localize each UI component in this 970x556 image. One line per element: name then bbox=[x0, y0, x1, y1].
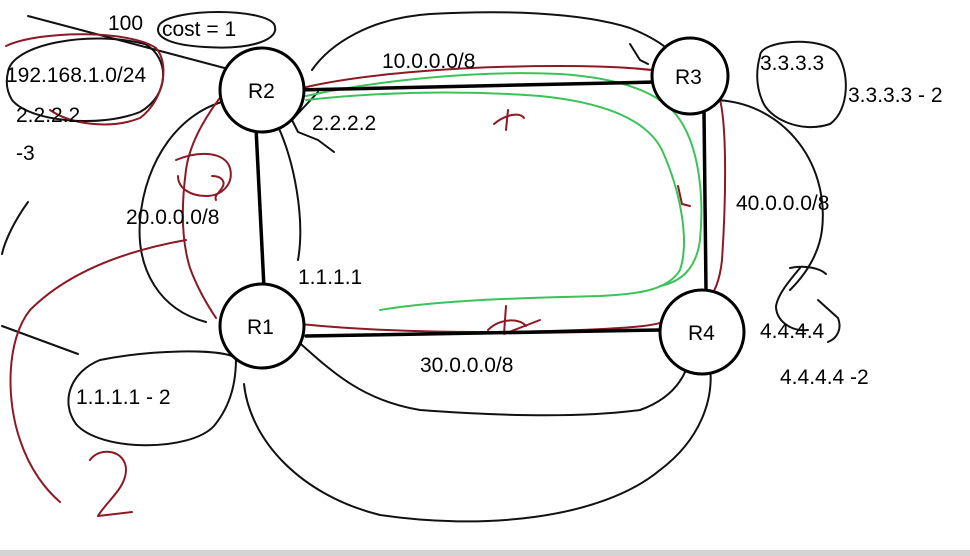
inner-bottom-loop bbox=[291, 335, 687, 417]
r3-hook bbox=[629, 43, 649, 65]
red-annotations bbox=[5, 33, 727, 517]
r4-cheek bbox=[817, 299, 841, 343]
link-r2-r1 bbox=[254, 126, 266, 290]
topology-links bbox=[254, 80, 708, 338]
label-net-right: 40.0.0.0/8 bbox=[736, 192, 829, 215]
router-r4[interactable]: R4 bbox=[658, 288, 746, 376]
label-cost: cost = 1 bbox=[162, 18, 236, 41]
bottom-big-loop bbox=[243, 365, 712, 523]
inner-left-curve bbox=[274, 119, 302, 261]
red-d-bottom bbox=[487, 305, 541, 335]
r2-to-left-arc bbox=[138, 99, 231, 323]
cost-loop bbox=[157, 11, 277, 49]
router-r3[interactable]: R3 bbox=[650, 36, 730, 116]
router-r4-label: R4 bbox=[688, 322, 715, 345]
router-r1-label: R1 bbox=[247, 316, 274, 339]
green-inner-route bbox=[305, 91, 685, 311]
label-r2-id-inner: 2.2.2.2 bbox=[312, 112, 376, 135]
green-top-route bbox=[305, 72, 703, 287]
big-top-loop bbox=[311, 11, 683, 81]
label-r2-id-left: 2.2.2.2 bbox=[16, 104, 80, 127]
router-r4-circle bbox=[658, 288, 746, 376]
red-d-top bbox=[493, 109, 525, 131]
r2-red-return bbox=[181, 89, 227, 319]
r3-id-loop bbox=[756, 40, 847, 129]
router-r3-label: R3 bbox=[675, 66, 702, 89]
right-big-arc bbox=[711, 99, 824, 291]
red-r3-tick bbox=[677, 185, 691, 207]
router-r2[interactable]: R2 bbox=[218, 46, 306, 134]
green-annotations bbox=[305, 72, 703, 311]
label-r2-cost: -3 bbox=[16, 142, 35, 165]
link-r2-r3 bbox=[294, 80, 658, 92]
link-r3-r4 bbox=[702, 110, 708, 292]
red-2-top bbox=[175, 152, 232, 197]
label-net-top: 10.0.0.0/8 bbox=[382, 50, 475, 73]
red-2-big bbox=[89, 450, 133, 517]
black-annotations bbox=[1, 11, 847, 523]
red-left-sweep bbox=[9, 239, 187, 503]
r4-cap bbox=[789, 265, 827, 275]
label-r3-id: 3.3.3.3 bbox=[760, 52, 824, 75]
left-frame bbox=[291, 91, 335, 153]
label-r4-cost: 4.4.4.4 -2 bbox=[780, 366, 869, 389]
label-hundred: 100 bbox=[108, 12, 143, 35]
window-bottom-edge bbox=[0, 550, 970, 556]
labels: 100 cost = 1 192.168.1.0/24 2.2.2.2 -3 1… bbox=[6, 12, 943, 409]
left-slash bbox=[1, 325, 79, 355]
r4-bracket bbox=[775, 267, 809, 332]
lan-red-loop bbox=[5, 33, 165, 126]
router-r1[interactable]: R1 bbox=[218, 282, 306, 370]
router-r2-label: R2 bbox=[248, 80, 275, 103]
lan-loop bbox=[5, 37, 165, 122]
label-net-bottom: 30.0.0.0/8 bbox=[420, 354, 513, 377]
link-r1-r4 bbox=[304, 328, 662, 338]
router-r3-circle bbox=[650, 36, 730, 116]
label-r1-id: 1.1.1.1 bbox=[298, 266, 362, 289]
label-r3-cost: 3.3.3.3 - 2 bbox=[848, 84, 943, 107]
red-2-small bbox=[211, 175, 225, 201]
label-lan: 192.168.1.0/24 bbox=[6, 64, 146, 87]
r1-cost-loop bbox=[67, 350, 237, 447]
router-r1-circle bbox=[218, 282, 306, 370]
left-tick bbox=[1, 201, 29, 255]
label-net-left: 20.0.0.0/8 bbox=[126, 206, 219, 229]
red-ring-top bbox=[301, 65, 727, 327]
diagonal-stroke bbox=[27, 15, 233, 71]
label-r1-cost: 1.1.1.1 - 2 bbox=[76, 386, 171, 409]
router-r2-circle bbox=[218, 46, 306, 134]
label-r4-id: 4.4.4.4 bbox=[760, 320, 825, 343]
